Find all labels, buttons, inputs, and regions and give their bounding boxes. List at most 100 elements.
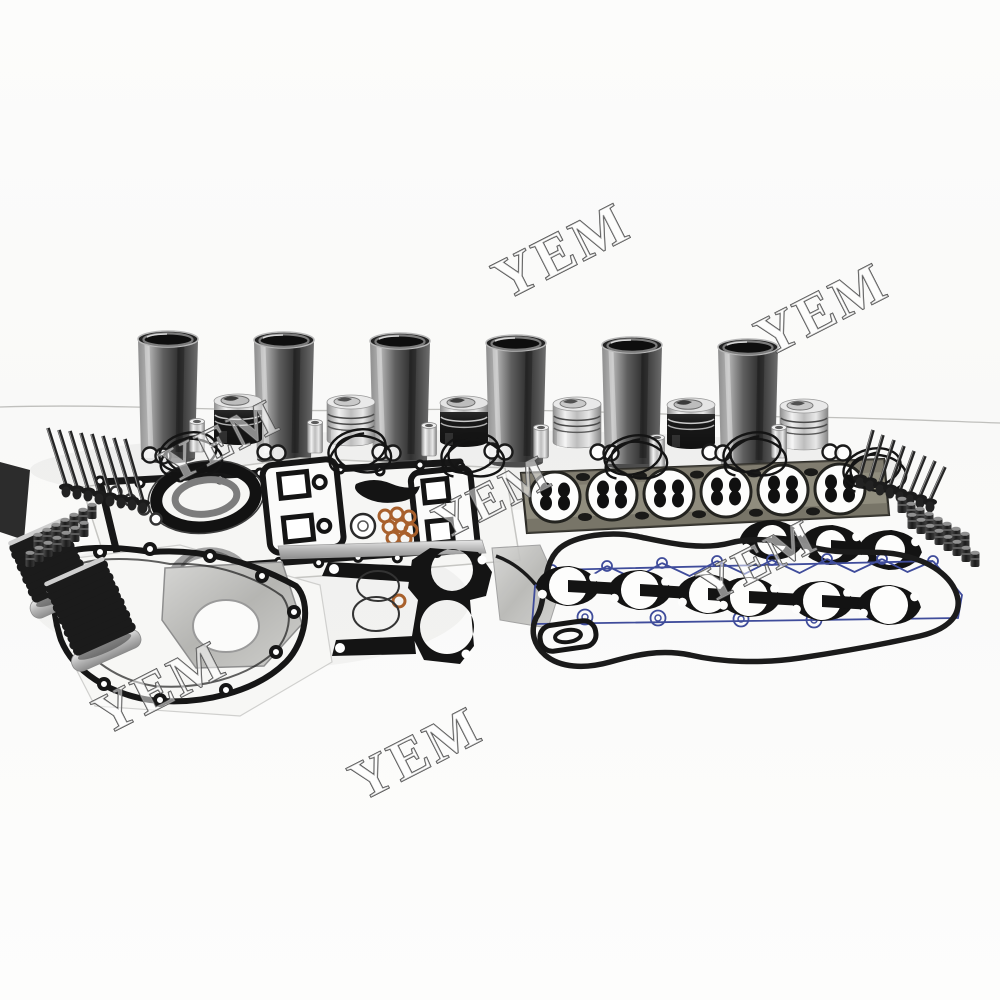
valve-tappet	[43, 540, 53, 557]
small-ring-gasket	[149, 512, 163, 526]
head-gasket-slot	[806, 507, 820, 516]
valve-tappet	[87, 502, 97, 519]
bolt-tab	[143, 542, 157, 556]
water-passage-gasket	[355, 480, 420, 503]
head-gasket-bore	[642, 467, 696, 521]
valve-tappet	[79, 520, 89, 537]
valve-tappet	[952, 539, 962, 556]
plain-ring-gasket	[352, 596, 400, 632]
valve	[68, 430, 95, 502]
twin-ring-gasket	[821, 443, 852, 462]
bolt-tab	[287, 605, 301, 619]
head-gasket-bore	[699, 465, 753, 519]
manifold-flange	[858, 530, 922, 570]
bolt-hole	[414, 459, 426, 471]
manifold-port-gasket-1	[259, 456, 347, 556]
bolt-hole	[335, 643, 345, 653]
small-flange-gasket	[537, 618, 599, 654]
blue-gasket-node-inner	[654, 614, 662, 622]
valve	[873, 439, 896, 496]
valve-tappet	[61, 530, 71, 547]
round-gasket	[349, 512, 377, 540]
exhaust-manifold-gasket	[536, 566, 921, 625]
valve-tappet	[970, 550, 980, 567]
valve-tappet	[961, 545, 971, 562]
bolt-tab	[269, 645, 283, 659]
bolt-tab	[153, 693, 167, 707]
piston	[779, 398, 829, 451]
valve-set-left	[46, 427, 150, 514]
valve-tappet	[897, 496, 907, 513]
head-gasket-bore	[528, 470, 582, 524]
valve	[79, 432, 106, 505]
plate-oval-hole	[192, 599, 260, 653]
timing-gasket-arm	[332, 636, 416, 656]
valve-set-right	[853, 429, 947, 513]
blue-gasket-node	[656, 557, 668, 569]
piston	[666, 397, 716, 450]
blue-gasket-node	[766, 554, 778, 566]
head-gasket-bore	[813, 462, 867, 516]
valve	[913, 460, 937, 509]
bolt-hole	[329, 564, 339, 574]
copper-washers	[377, 506, 419, 609]
plain-ring-gasket	[356, 570, 400, 602]
head-gasket-bores	[528, 462, 867, 524]
piston	[552, 396, 602, 449]
valve	[123, 438, 150, 514]
valve-cover-gasket	[530, 531, 961, 669]
head-gasket-slot	[690, 470, 704, 479]
head-gasket-slot	[749, 508, 763, 517]
bolt-tab	[203, 549, 217, 563]
bolt-tab	[255, 569, 269, 583]
head-gasket-bore	[756, 463, 810, 517]
piston-pin	[421, 422, 437, 457]
piston-pin	[307, 419, 323, 454]
bottom-right-gaskets	[530, 520, 963, 669]
valve-tappet	[934, 528, 944, 545]
valve-tappet	[907, 512, 917, 529]
bolt-tab	[97, 677, 111, 691]
head-gasket-slot	[692, 510, 706, 519]
valve	[923, 466, 947, 513]
bolt-tab	[93, 545, 107, 559]
copper-washer	[391, 593, 407, 609]
valve-tappet	[925, 523, 935, 540]
manifold-port-gasket-2	[407, 464, 481, 558]
blue-gasket-node	[576, 608, 594, 626]
blue-gasket-node	[711, 555, 723, 567]
blue-gasket-node	[601, 560, 613, 572]
valve-tappet	[34, 545, 44, 562]
valve	[101, 435, 128, 509]
valve	[90, 433, 117, 507]
blue-gasket-node-inner	[737, 615, 745, 623]
timing-gasket-arm	[322, 562, 412, 582]
bolt-hole	[477, 555, 487, 565]
blue-gasket-node	[821, 553, 833, 565]
valve	[57, 429, 84, 500]
edge-gasket-fragment	[0, 462, 30, 540]
bolt-hole	[461, 649, 471, 659]
head-gasket-slot	[576, 473, 590, 481]
blue-gasket-node	[649, 609, 667, 627]
valve-tappet	[916, 517, 926, 534]
head-gasket-slot	[635, 511, 649, 520]
valve-tappet	[943, 534, 953, 551]
valve	[853, 429, 875, 489]
valve-tappet	[25, 550, 35, 567]
head-gasket-bore	[585, 468, 639, 522]
manifold-flange	[857, 585, 921, 625]
valve-tappet	[70, 525, 80, 542]
head-gasket-slot	[578, 513, 592, 521]
bolt-hole	[313, 557, 325, 569]
bolt-tab	[219, 683, 233, 697]
round-gasket-inner	[357, 520, 369, 532]
valve	[112, 437, 139, 511]
valve-tappet	[960, 531, 970, 548]
head-gasket-slot	[804, 468, 818, 477]
valve	[863, 434, 885, 492]
valve-tappet	[52, 535, 62, 552]
valve	[883, 445, 906, 499]
